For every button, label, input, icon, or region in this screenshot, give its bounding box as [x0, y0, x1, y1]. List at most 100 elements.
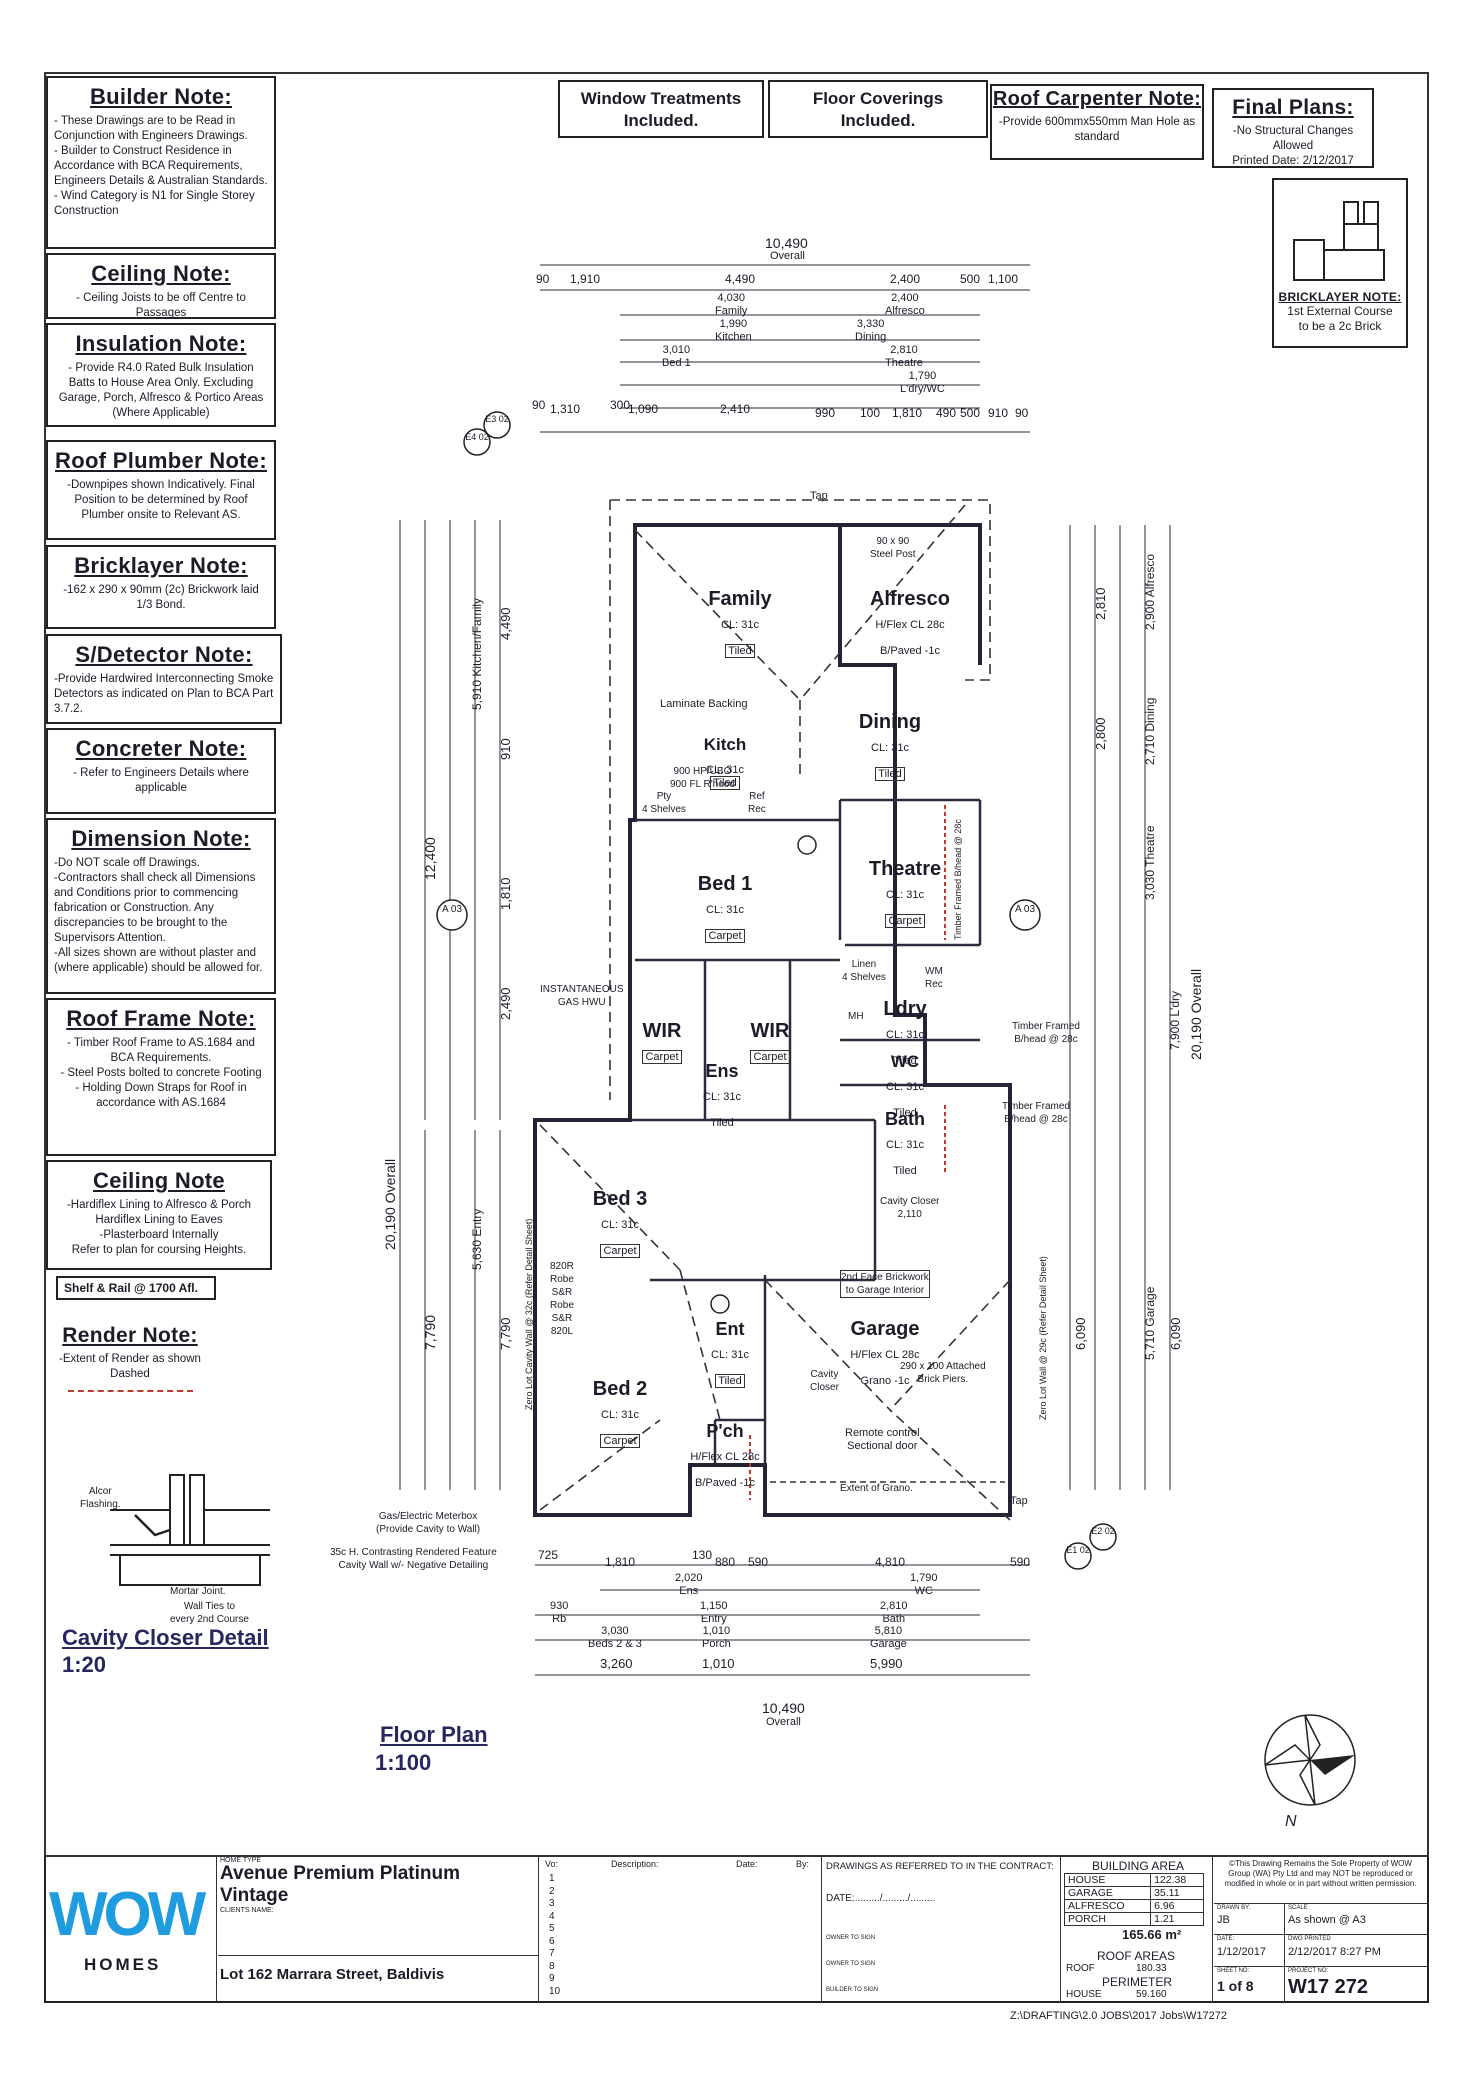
- concreter-note: Concreter Note: - Refer to Engineers Det…: [46, 728, 276, 814]
- dim-right-5710: 5,710 Garage: [1143, 1286, 1157, 1360]
- perimeter-label: HOUSE: [1066, 1989, 1102, 2000]
- render-dash-line: [67, 1390, 193, 1392]
- room-wir-1-name: WIR: [642, 1020, 682, 1042]
- scale-value: As shown @ A3: [1288, 1914, 1366, 1926]
- perimeter-value: 59.160: [1136, 1989, 1167, 2000]
- room-bed3: Bed 3 CL: 31c Carpet: [570, 1180, 670, 1258]
- dim-bot-990: 990: [815, 406, 836, 420]
- builder-note-body: - These Drawings are to be Read in Conju…: [54, 115, 268, 217]
- area-value: 122.38: [1150, 1873, 1204, 1887]
- room-bed1: Bed 1 CL: 31c Carpet: [675, 865, 775, 943]
- label-linen: Linen 4 Shelves: [842, 959, 886, 983]
- room-wir-1-floor: Carpet: [642, 1050, 682, 1064]
- ceiling-note-2-title: Ceiling Note: [93, 1168, 225, 1193]
- dim-bot-100: 100: [860, 406, 881, 420]
- section-marker-a-left: A 03: [441, 904, 463, 915]
- sheet-value: 1 of 8: [1217, 1978, 1254, 1994]
- wow-logo: WOW HOMES: [46, 1857, 217, 2001]
- dim-bot-1810: 1,810: [892, 406, 923, 420]
- label-extent-grano: Extent of Grano.: [840, 1483, 913, 1494]
- label-cavity-closer: Cavity Closer: [810, 1369, 839, 1393]
- label-zero-lot-left: Zero Lot Cavity Wall @ 32c (Refer Detail…: [524, 1218, 534, 1410]
- insulation-note-body: - Provide R4.0 Rated Bulk Insulation Bat…: [58, 362, 264, 419]
- cavity-detail-scale: 1:20: [62, 1652, 107, 1677]
- dimension-note-title: Dimension Note:: [71, 826, 251, 851]
- date-line: DATE:........./........./.........: [826, 1893, 936, 1904]
- room-ens: Ens CL: 31c Tiled: [692, 1052, 752, 1130]
- owner-sign-1: OWNER TO SIGN: [826, 1935, 876, 1941]
- label-tap-bottom: Tap: [1010, 1495, 1028, 1507]
- room-ens-name: Ens: [705, 1061, 739, 1081]
- room-family: Family CL: 31c Tiled: [695, 580, 785, 658]
- dim-bot-90b: 90: [1015, 406, 1029, 420]
- room-bath: Bath CL: 31c Tiled: [875, 1100, 935, 1178]
- dim-dining: 3,330 Dining: [855, 318, 887, 343]
- dim-bot-500: 500: [960, 406, 981, 420]
- dimension-note-body: -Do NOT scale off Drawings. -Contractors…: [54, 857, 263, 974]
- printed-value: 2/12/2017 8:27 PM: [1288, 1946, 1381, 1958]
- room-bath-ceil: CL: 31c: [886, 1139, 924, 1151]
- project-info: ©This Drawing Remains the Sole Property …: [1214, 1857, 1428, 2002]
- bricklayer-note-title: Bricklayer Note:: [74, 553, 248, 578]
- area-value: 6.96: [1150, 1899, 1204, 1913]
- dim-left-910: 910: [498, 738, 513, 760]
- revision-number: 6: [549, 1935, 555, 1947]
- building-area-title: BUILDING AREA: [1092, 1859, 1185, 1873]
- roof-frame-note: Roof Frame Note: - Timber Roof Frame to …: [46, 998, 276, 1156]
- label-kitch-extra: 900 HP/UBO 900 FL R'hood: [670, 766, 735, 790]
- label-meterbox: Gas/Electric Meterbox (Provide Cavity to…: [376, 1511, 481, 1535]
- room-bed3-floor: Carpet: [600, 1244, 640, 1258]
- roof-frame-note-body: - Timber Roof Frame to AS.1684 and BCA R…: [60, 1037, 262, 1109]
- room-theatre: Theatre CL: 31c Carpet: [860, 850, 950, 928]
- dim-b-overall: 10,490: [762, 1700, 805, 1716]
- dim-b-bath: 2,810 Bath: [880, 1600, 908, 1625]
- dim-b-5990: 5,990: [870, 1656, 903, 1671]
- section-marker-e3: E3 02: [485, 414, 509, 424]
- cavity-ties: Wall Ties to every 2nd Course: [170, 1601, 249, 1625]
- rev-header-date: Date:: [736, 1859, 758, 1869]
- dim-b-garage: 5,810 Garage: [870, 1625, 907, 1650]
- room-garage-floor: Grano -1c: [860, 1375, 910, 1387]
- dim-family: 4,030 Family: [715, 292, 748, 317]
- window-treatments-label: Window Treatments Included.: [580, 89, 742, 130]
- room-alfresco-name: Alfresco: [869, 588, 951, 610]
- dim-left-4490: 4,490: [498, 607, 513, 640]
- label-laminate: Laminate Backing: [660, 698, 748, 710]
- dim-left-20190: 20,190 Overall: [382, 1158, 398, 1250]
- room-wc-floor: Tiled: [893, 1107, 917, 1119]
- cavity-detail-drawing: [110, 1474, 270, 1586]
- s-detector-note-title: S/Detector Note:: [75, 642, 253, 667]
- clients-name-label: CLIENTS NAME:: [220, 1907, 274, 1914]
- room-ent: Ent CL: 31c Tiled: [700, 1310, 760, 1388]
- room-kitch: Kitch CL: 31c Tiled: [680, 725, 770, 790]
- floor-plan-lines: [399, 264, 1171, 1676]
- room-ent-name: Ent: [715, 1319, 745, 1339]
- dim-right-2710: 2,710 Dining: [1143, 697, 1157, 765]
- revision-number: 9: [549, 1973, 555, 1984]
- floor-plan-scale: 1:100: [375, 1750, 432, 1775]
- bricklayer-note-body: -162 x 290 x 90mm (2c) Brickwork laid 1/…: [63, 584, 259, 611]
- dim-bot-490: 490: [936, 406, 957, 420]
- room-family-name: Family: [708, 588, 772, 610]
- room-kitch-floor: Tiled: [710, 776, 740, 790]
- floor-coverings-box: Floor Coverings Included.: [768, 80, 988, 138]
- revision-number: 4: [549, 1910, 555, 1922]
- dim-right-2800: 2,800: [1093, 717, 1108, 750]
- dim-bot-90: 90: [532, 398, 546, 412]
- area-label: PORCH: [1063, 1912, 1152, 1926]
- room-dining: Dining CL: 31c Tiled: [840, 703, 940, 781]
- label-zero-lot-right: Zero Lot Wall @ 29c (Refer Detail Sheet): [1038, 1256, 1048, 1420]
- dim-alfresco: 2,400 Alfresco: [885, 292, 925, 317]
- room-wir-2: WIR Carpet: [740, 1012, 800, 1064]
- room-bed2-name: Bed 2: [592, 1378, 648, 1400]
- date-value: 1/12/2017: [1217, 1946, 1266, 1958]
- label-robe-bed3: 820R Robe S&R Robe S&R 820L: [550, 1261, 574, 1337]
- ceiling-note-2-body: -Hardiflex Lining to Alfresco & Porch Ha…: [66, 1199, 252, 1256]
- sheet-label: SHEET NO:: [1217, 1968, 1250, 1974]
- drawings-referred: DRAWINGS AS REFERRED TO IN THE CONTRACT:…: [824, 1857, 1061, 2001]
- dim-b-130: 130: [692, 1548, 713, 1562]
- label-timber-vertical: Timber Framed B/head @ 28c: [953, 819, 963, 940]
